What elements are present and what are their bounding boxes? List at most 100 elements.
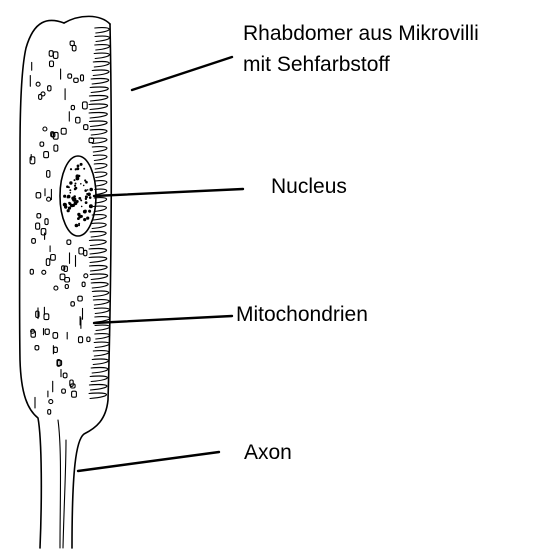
rhabdomer-label-line1: Rhabdomer aus Mikrovilli	[243, 22, 479, 45]
chromatin-dot	[66, 185, 69, 188]
microvillus	[90, 232, 106, 237]
chromatin-dot	[89, 188, 93, 192]
microvillus	[94, 164, 107, 169]
mitochondrion	[82, 282, 85, 287]
granule	[54, 286, 58, 290]
microvillus	[90, 87, 108, 92]
mitochondrion	[51, 255, 56, 261]
microvillus	[92, 291, 108, 296]
mitochondria-granules	[30, 41, 94, 414]
mitochondrion	[83, 102, 88, 109]
granule	[47, 197, 51, 201]
mitochondrion	[48, 410, 51, 415]
mitochondrion	[47, 171, 50, 178]
mitochondrion	[50, 61, 54, 67]
nucleus-chromatin	[63, 163, 93, 227]
mitochondrion	[78, 296, 83, 301]
mitochondrion	[48, 86, 51, 91]
chromatin-dot	[72, 204, 75, 207]
chromatin-dot	[69, 202, 72, 205]
microvillus	[89, 121, 107, 126]
nucleus-label: Nucleus	[271, 175, 347, 198]
chromatin-dot	[80, 163, 83, 166]
microvillus	[92, 147, 107, 152]
mitochondrion	[84, 125, 88, 130]
chromatin-dot	[80, 183, 82, 185]
mitochondrion	[68, 74, 72, 78]
microvillus	[92, 70, 109, 75]
chromatin-dot	[83, 168, 85, 170]
mitochondrion	[37, 214, 41, 218]
mitochondrion	[40, 142, 44, 146]
granule	[41, 92, 45, 96]
microvillus	[93, 155, 107, 160]
cell-body-outline	[20, 20, 64, 548]
microvillus	[91, 79, 109, 84]
axon-inner-line	[58, 420, 61, 548]
chromatin-dot	[75, 224, 79, 228]
mitochondrion	[54, 347, 58, 352]
mitochondrion	[35, 346, 39, 350]
chromatin-dot	[85, 195, 88, 198]
microvillus	[95, 172, 107, 177]
chromatin-dot	[89, 204, 93, 208]
mitochondrion	[84, 250, 87, 256]
mitochondria-leader-line	[94, 316, 232, 323]
microvillus	[89, 257, 107, 262]
microvillus	[94, 53, 109, 58]
chromatin-dot	[86, 217, 89, 220]
microvillus	[89, 240, 106, 245]
mitochondrion	[36, 193, 41, 198]
chromatin-dot	[78, 197, 81, 200]
mitochondrion	[87, 337, 90, 342]
microvillus	[89, 266, 107, 271]
mitochondrion	[71, 302, 75, 306]
mitochondrion	[53, 333, 58, 339]
chromatin-dot	[84, 189, 87, 192]
granule	[42, 270, 46, 274]
mitochondrion	[74, 78, 79, 82]
chromatin-dot	[85, 201, 88, 204]
chromatin-dot	[69, 181, 72, 184]
chromatin-dot	[76, 167, 79, 170]
mitochondrion	[36, 311, 39, 317]
chromatin-dot	[64, 205, 67, 208]
chromatin-dot	[67, 195, 71, 199]
microvillus	[90, 274, 107, 279]
microvillus	[95, 181, 107, 186]
axon-inner-line-2	[63, 440, 66, 548]
mitochondrion	[44, 152, 49, 158]
chromatin-dot	[77, 165, 80, 168]
mitochondrion	[70, 41, 74, 45]
chromatin-dot	[80, 199, 82, 201]
microvillus	[89, 96, 108, 101]
chromatin-dot	[76, 174, 80, 178]
microvillus	[95, 28, 109, 33]
microvillus	[89, 393, 106, 398]
granule	[36, 82, 40, 86]
chromatin-dot	[74, 185, 76, 187]
microvillus	[89, 385, 107, 390]
chromatin-dot	[63, 195, 66, 198]
mitochondrion	[54, 145, 58, 151]
chromatin-dot	[68, 207, 71, 210]
granule	[49, 400, 53, 404]
microvillus	[93, 351, 109, 356]
chromatin-dot	[81, 206, 83, 208]
chromatin-dot	[72, 197, 76, 201]
mitochondrion	[62, 389, 66, 393]
granule	[43, 127, 47, 131]
mitochondrion	[61, 128, 66, 134]
chromatin-dot	[74, 188, 77, 191]
axon-label: Axon	[244, 441, 292, 464]
microvillus	[95, 325, 110, 330]
mitochondrion	[45, 329, 49, 334]
microvillus	[90, 130, 107, 135]
microvillus	[93, 300, 109, 305]
microvillus	[91, 223, 106, 228]
chromatin-dot	[83, 185, 85, 187]
microvillus	[94, 342, 109, 347]
chromatin-dot	[76, 200, 79, 203]
nucleus-leader-line	[94, 189, 243, 196]
microvillus	[91, 368, 108, 373]
